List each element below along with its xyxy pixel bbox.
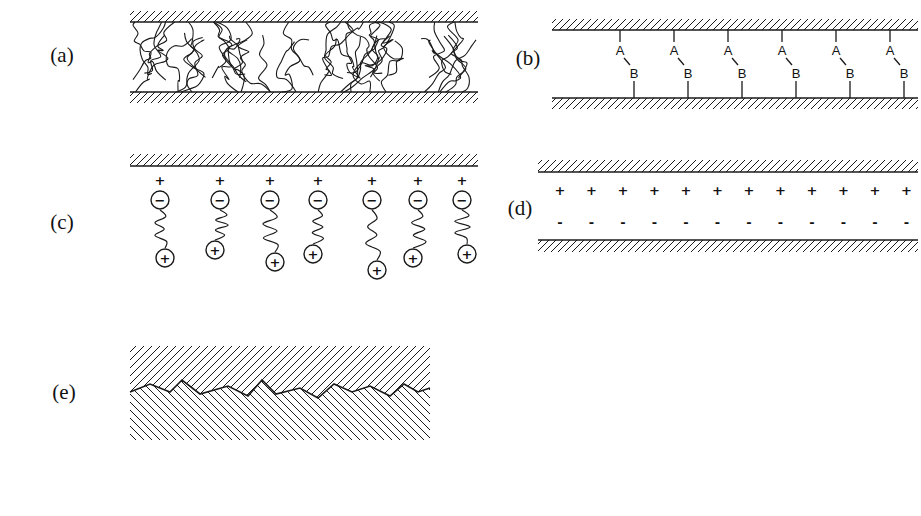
charge-sign: + [372, 264, 383, 277]
polymer-chains [133, 22, 476, 92]
charge-sign: + [270, 256, 281, 269]
atom-label: A [724, 44, 733, 57]
atom-label: B [792, 67, 801, 80]
hatching [531, 19, 921, 30]
atom-label: A [886, 44, 895, 57]
charge-sign: − [215, 194, 226, 207]
charge-sign: + [775, 184, 786, 197]
charged-chains [151, 191, 476, 279]
charge-sign: + [618, 184, 629, 197]
charge-sign: − [313, 194, 324, 207]
hatching [531, 98, 921, 109]
charge-sign: + [712, 184, 723, 197]
charge-sign: - [620, 216, 625, 229]
charge-sign: + [413, 174, 424, 187]
atom-label: B [684, 67, 693, 80]
panel-label: (e) [52, 382, 75, 403]
charge-sign: − [413, 194, 424, 207]
panel-label: (c) [50, 212, 73, 233]
surface-line [538, 171, 918, 173]
hatching [516, 160, 921, 172]
charge-sign: - [841, 216, 846, 229]
charge-sign: + [838, 184, 849, 197]
atom-label: B [630, 67, 639, 80]
atom-label: B [846, 67, 855, 80]
charge-sign: + [408, 252, 419, 265]
charge-sign: + [308, 248, 319, 261]
charge-sign: − [457, 194, 468, 207]
charge-sign: + [807, 184, 818, 197]
charge-sign: + [155, 174, 166, 187]
charge-sign: + [210, 244, 221, 257]
panel-label: (d) [508, 198, 533, 219]
charge-sign: - [557, 216, 562, 229]
atom-label: B [900, 67, 909, 80]
charge-sign: + [462, 248, 473, 261]
charge-sign: + [215, 174, 226, 187]
panel-label: (a) [50, 45, 73, 66]
rough-interface [130, 380, 430, 398]
charge-sign: - [872, 216, 877, 229]
charge-sign: + [901, 184, 912, 197]
charge-sign: − [367, 194, 378, 207]
charge-sign: - [746, 216, 751, 229]
charge-sign: - [778, 216, 783, 229]
charge-sign: + [367, 174, 378, 187]
charge-sign: - [904, 216, 909, 229]
surface-line [130, 21, 478, 23]
bond-lines [620, 30, 904, 98]
atom-label: A [670, 44, 679, 57]
charge-sign: + [649, 184, 660, 197]
charge-sign: + [457, 174, 468, 187]
charge-sign: + [160, 252, 171, 265]
atom-label: A [616, 44, 625, 57]
charge-sign: + [555, 184, 566, 197]
hatching [516, 240, 921, 252]
charge-sign: − [265, 194, 276, 207]
charge-sign: − [155, 194, 166, 207]
hatching [109, 92, 505, 103]
charge-sign: + [586, 184, 597, 197]
hatching [60, 380, 552, 440]
charge-sign: + [870, 184, 881, 197]
charge-sign: - [589, 216, 594, 229]
charge-sign: - [809, 216, 814, 229]
hatching [109, 11, 505, 22]
charge-sign: - [683, 216, 688, 229]
panel-label: (b) [516, 48, 541, 69]
charge-sign: + [681, 184, 692, 197]
charge-sign: + [265, 174, 276, 187]
charge-sign: - [652, 216, 657, 229]
surface-line [538, 239, 918, 241]
atom-label: A [778, 44, 787, 57]
atom-label: B [738, 67, 747, 80]
charge-sign: - [715, 216, 720, 229]
atom-label: A [832, 44, 841, 57]
hatching [108, 154, 505, 166]
charge-sign: + [744, 184, 755, 197]
charge-sign: + [313, 174, 324, 187]
